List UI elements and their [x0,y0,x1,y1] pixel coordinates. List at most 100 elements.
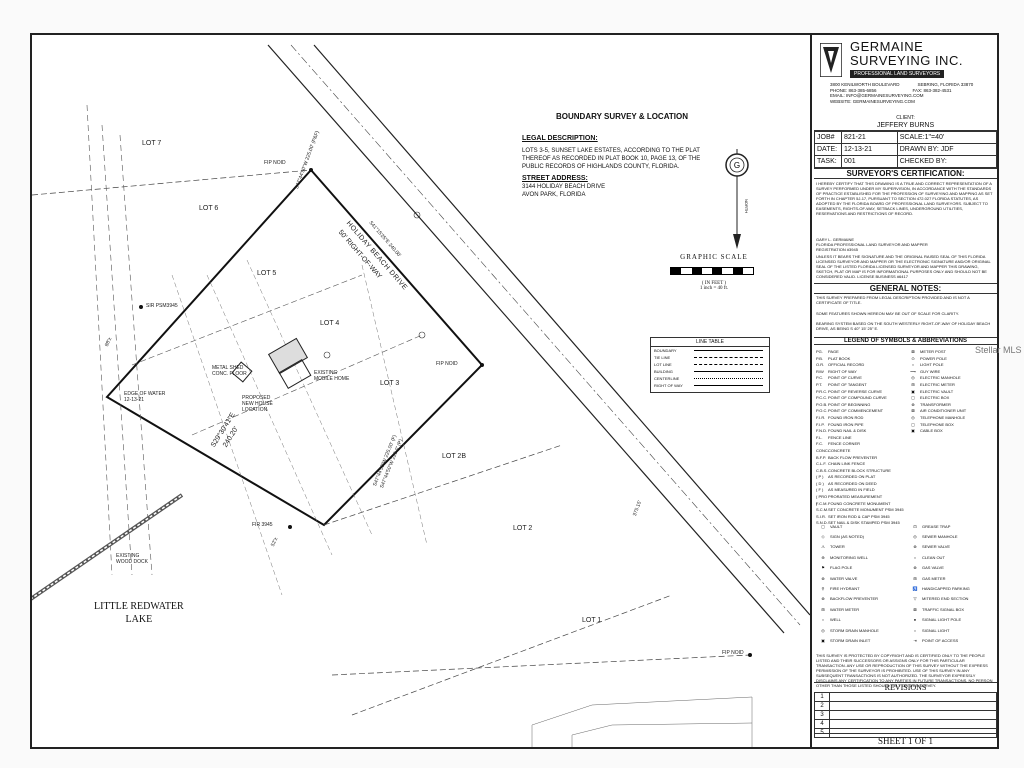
lake-name-2: LAKE [125,614,153,625]
legend-row: C.L.F.CHAIN LINK FENCE [816,461,866,467]
scale-title: GRAPHIC SCALE [680,253,748,261]
lot-label: LOT 2B [442,453,466,460]
legend-symbol-icon: ◎ [913,534,917,540]
legend-symbols: ▢VAULT⊡GREASE TRAP◇SIGN (AS NOTED)◎SEWER… [816,521,996,646]
line-table-row: BOUNDARY [651,347,769,354]
lot-label: LOT 7 [142,140,162,147]
date-value: 12-13-21 [841,143,898,156]
symbol-row: ◎STORM DRAIN MANHOLE○SIGNAL LIGHT [816,625,996,635]
legend-row: B.F.P.BACK FLOW PREVENTER [816,454,878,460]
home-label: EXISTING MOBILE HOME [314,370,350,382]
legal-line: THEREOF AS RECORDED IN PLAT BOOK 10, PAG… [522,156,701,162]
cert-text: I HEREBY CERTIFY THAT THIS DRAWING IS A … [816,181,993,216]
legend-symbol-icon: ○ [913,554,917,560]
shed-label: METAL SHED CONC. FLOOR [212,365,247,377]
symbol-row: ⊗WATER VALVE⊞GAS METER [816,573,996,583]
lot-label: LOT 1 [582,617,602,624]
legend-symbol-icon: ⊠ [911,408,915,414]
legend-row: P.T.POINT OF TANGENT⊞ELECTRIC METER [816,381,955,387]
sheet-number: SHEET 1 OF 1 [814,733,997,746]
legend-symbol-icon: ⊞ [913,575,917,581]
marker-label: FIR 3945 [252,522,273,528]
road-centerline [290,44,801,626]
legend-symbol-icon: ◎ [911,414,915,420]
note-item: SOME FEATURES SHOWN HEREON MAY BE OUT OF… [816,311,959,316]
legend-symbol-icon: ▢ [911,421,915,427]
fir-marker [288,525,292,529]
legend-row: ( P )AS RECORDED ON PLAT [816,474,876,480]
legend-row: ( F )AS MEASURED IN FIELD [816,487,875,493]
legal-line: LOTS 3-5, SUNSET LAKE ESTATES, ACCORDING… [522,148,700,154]
legend-row: P.C.C.POINT OF COMPOUND CURVE▢ELECTRIC B… [816,395,950,401]
cert-signer-title: FLORIDA PROFESSIONAL LAND SURVEYOR AND M… [816,242,928,247]
marker-label: FIP NOID [722,650,744,656]
setback-line-4 [361,264,428,546]
legend-row: S.I.R.SET IRON ROD & CAP PSM 3945 [816,513,890,519]
scale-cell: SCALE:1"=40' [896,131,998,144]
line-table-row: TIE LINE [651,354,769,361]
legend-symbol-icon: ⟶ [910,368,916,374]
legend-row: P.O.B.POINT OF BEGINNING⊗TRANSFORMER [816,401,951,407]
address-heading: STREET ADDRESS: [522,175,588,182]
legend-row: O.R.OFFICIAL RECORD○LIGHT POLE [816,362,944,368]
legend-row: F.L.FENCE LINE [816,434,852,440]
wood-dock [32,493,184,601]
legal-heading: LEGAL DESCRIPTION: [522,135,598,142]
lake-name-1: LITTLE REDWATER [94,601,184,612]
setback-line-1 [171,274,283,596]
lot-line-2 [351,594,673,716]
legend-symbol-icon: ⚑ [821,565,825,571]
legend-symbol-icon: ○ [821,617,825,623]
cert-registration: REGISTRATION #3945 [816,247,858,252]
survey-info-block: BOUNDARY SURVEY & LOCATION LEGAL DESCRIP… [522,113,722,199]
survey-sheet: LOT 7 LOT 6 LOT 5 LOT 4 LOT 3 LOT 2B LOT… [30,33,999,749]
plat-drawing [32,44,810,747]
symbol-row: ⊕MONITORING WELL○CLEAN OUT [816,552,996,562]
lot-line-6-7 [32,169,312,196]
water-edge-line-3 [119,134,153,576]
legend-symbol-icon: ⚠ [821,544,825,550]
lot-line-4-3 [191,334,423,436]
date-label: DATE: [814,143,842,156]
fip-marker-bottom [748,653,752,657]
client-heading: CLIENT: [896,115,915,121]
fip-marker-mid [480,363,484,367]
tree-icon [418,331,426,339]
tree-icon [323,351,331,359]
lot-line-5-4 [131,274,363,366]
address-line: AVON PARK, FLORIDA [522,192,586,198]
legend-symbol-icon: ⇥ [913,637,917,643]
legend-row: P.O.C.POINT OF COMMENCEMENT⊠AIR CONDITIO… [816,408,967,414]
title-block: GERMAINE SURVEYING INC. PROFESSIONAL LAN… [810,35,999,747]
company-fax: FAX: 863-382-4531 [912,87,952,93]
legend-symbol-icon: ▣ [911,388,915,394]
job-label: JOB# [814,131,842,144]
legend-symbol-icon: ⊙ [911,355,915,361]
company-email: EMAIL: INFO@GERMAINESURVEYING.COM [830,93,924,98]
job-table: JOB# 821-21 SCALE:1"=40' DATE: 12-13-21 … [814,131,998,168]
scale-unit: ( IN FEET ) [701,281,727,286]
legend-symbol-icon: ⊞ [911,381,915,387]
legend-row: F.C.M.FOUND CONCRETE MONUMENT [816,500,891,506]
legal-line: PUBLIC RECORDS OF HIGHLANDS COUNTY, FLOR… [522,164,680,170]
lot-line-2b [323,444,563,526]
water-edge-label: EDGE OF WATER [124,391,166,397]
lake-label: LITTLE REDWATER LAKE [94,600,184,626]
symbol-row: ⊗BACKFLOW PREVENTER▽MITERED END SECTION [816,594,996,604]
legend-row: ( D )AS RECORDED ON DEED [816,480,877,486]
symbol-row: ◇SIGN (AS NOTED)◎SEWER MANHOLE [816,531,996,541]
line-table-row: RIGHT OF WAY [651,382,769,389]
legend-symbol-icon: ⊗ [911,401,915,407]
legend-row: P.R.C.POINT OF REVERSE CURVE▣ELECTRIC VA… [816,388,954,394]
legend-symbol-icon: ⊡ [913,523,917,529]
legend-row: S.C.M.SET CONCRETE MONUMENT PSM 3945 [816,507,904,513]
survey-map: LOT 7 LOT 6 LOT 5 LOT 4 LOT 3 LOT 2B LOT… [32,35,810,747]
symbol-row: ▢VAULT⊡GREASE TRAP [816,521,996,531]
legend-symbol-icon: ◇ [821,534,825,540]
fip-marker-top [309,168,313,172]
company-logo-icon [820,43,842,77]
legend-row: S.N.D.SET NAIL & DISK STAMPED PSM 3945 [816,520,900,526]
water-edge-date: 12-13-21 [124,397,145,403]
